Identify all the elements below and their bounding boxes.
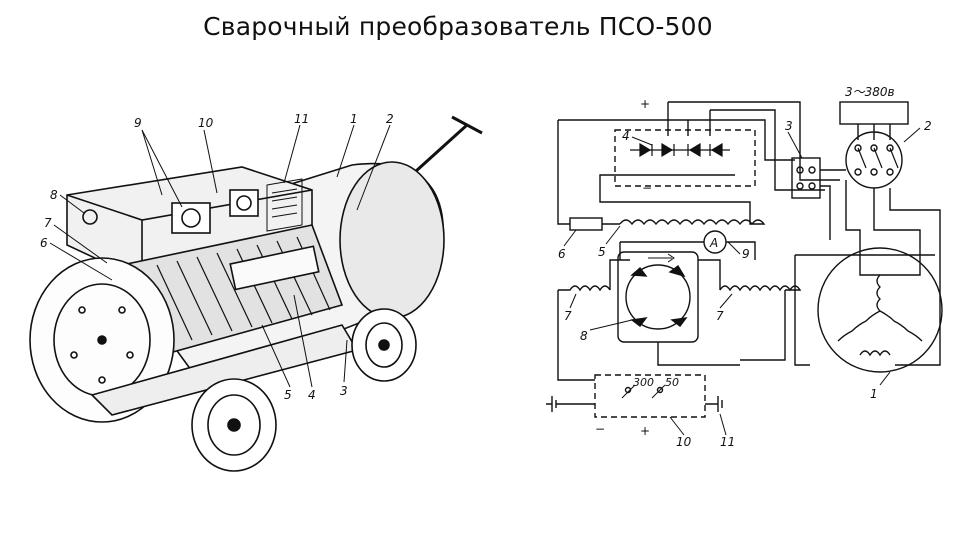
ammeter-panel [171, 202, 211, 234]
label-3: 3 [785, 119, 793, 133]
rear-wheel [351, 308, 417, 382]
label-2: 2 [924, 119, 932, 133]
label-9: 9 [742, 247, 750, 261]
range-switch-10 [594, 374, 706, 418]
supply-terminal-block [839, 101, 909, 125]
label-8: 8 [580, 329, 588, 343]
series-winding-7-left [558, 285, 611, 292]
field-winding-5 [599, 174, 766, 226]
front-wheel [191, 378, 277, 472]
callout-11: 11 [294, 112, 309, 126]
label-7-right: 7 [716, 309, 724, 323]
output-terminal-minus [546, 396, 595, 412]
range-50: 50 [665, 376, 679, 389]
switch-2 [845, 131, 903, 189]
switch-panel [229, 189, 259, 217]
plus-bottom: + [640, 424, 650, 438]
series-winding-7-right [719, 285, 802, 292]
callout-3: 3 [340, 384, 348, 398]
terminal-block-3 [791, 157, 821, 199]
machine-illustration: 9 10 11 1 2 8 7 6 5 4 3 [12, 95, 512, 475]
output-terminal-plus [705, 396, 723, 412]
minus-top: − [642, 181, 652, 195]
callout-9: 9 [134, 116, 142, 130]
label-11: 11 [720, 435, 735, 449]
label-1: 1 [870, 387, 878, 401]
page-title: Сварочный преобразователь ПСО-500 [203, 12, 713, 41]
ammeter-symbol: A [709, 236, 718, 250]
label-4: 4 [622, 129, 630, 143]
label-5: 5 [598, 245, 606, 259]
callout-8: 8 [50, 188, 58, 202]
callout-6: 6 [40, 236, 48, 250]
rear-cover [339, 161, 445, 319]
range-300: 300 [633, 376, 654, 389]
diode-bridge [630, 142, 730, 158]
rectifier-block-4 [614, 129, 756, 187]
callout-10: 10 [198, 116, 214, 130]
callout-5: 5 [284, 388, 292, 402]
induction-motor-1 [817, 247, 943, 373]
supply-voltage-label: 3～380в [845, 85, 895, 99]
rotor-core [229, 245, 320, 291]
electrical-schematic: 3～380в + − A 300 50 − [540, 80, 960, 460]
label-7-left: 7 [564, 309, 572, 323]
minus-bottom: − [595, 422, 605, 436]
callout-1: 1 [350, 112, 358, 126]
resistor-6 [569, 217, 603, 231]
label-6: 6 [558, 247, 566, 261]
callout-4: 4 [308, 388, 316, 402]
armature-8 [625, 264, 691, 330]
callout-7: 7 [44, 216, 52, 230]
plus-top: + [640, 97, 650, 111]
terminal-knob [82, 209, 98, 225]
label-10: 10 [676, 435, 692, 449]
callout-2: 2 [386, 112, 394, 126]
stator-winding-star [837, 274, 923, 342]
